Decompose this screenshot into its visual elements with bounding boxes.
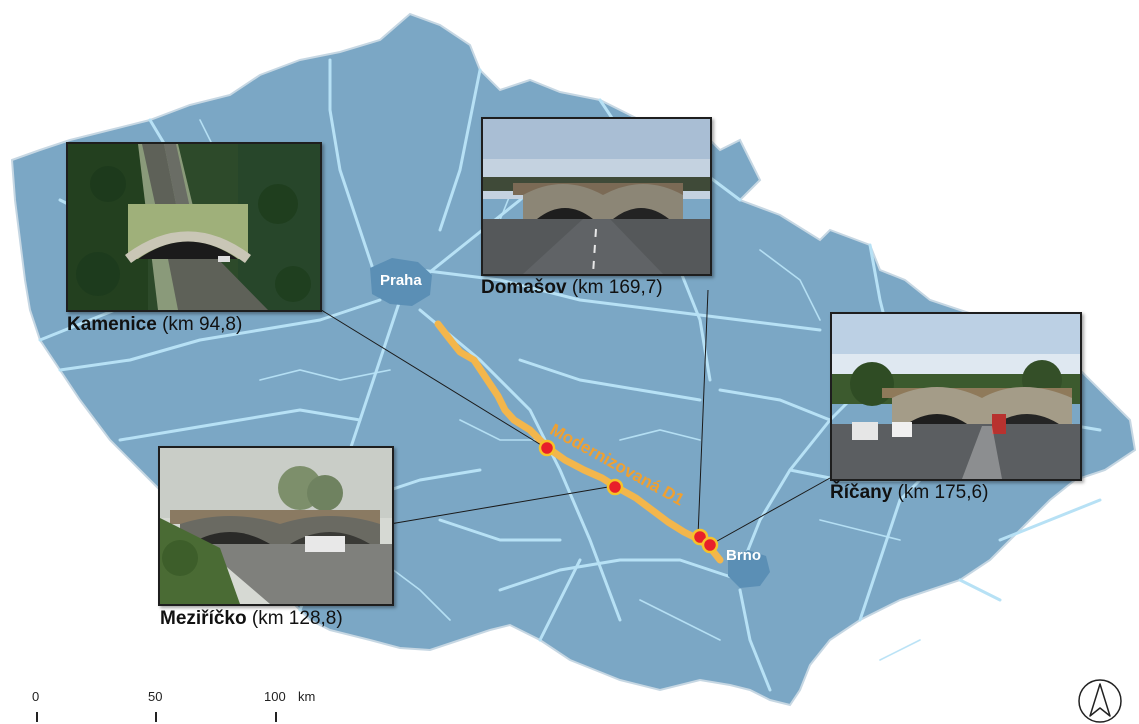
photo-ricany [830,312,1082,481]
scale-label-50: 50 [148,689,163,704]
marker-kamenice [538,439,556,457]
scale-label-100: 100 [264,689,286,704]
marker-ricany [701,536,719,554]
caption-ricany: Říčany (km 175,6) [830,482,988,504]
caption-domasov: Domašov (km 169,7) [481,277,663,299]
caption-kamenice: Kamenice (km 94,8) [67,314,242,336]
caption-domasov-km: (km 169,7) [571,277,663,298]
caption-mezericko: Meziříčko (km 128,8) [160,608,343,630]
d1-highway-line [434,320,724,564]
scale-bar [36,712,277,722]
city-label-brno: Brno [726,547,761,564]
praha-area [370,258,432,306]
marker-mezericko [606,478,624,496]
caption-ricany-name: Říčany [830,482,893,503]
brno-area [728,550,770,588]
scale-label-0: 0 [32,689,40,704]
caption-ricany-km: (km 175,6) [897,482,989,503]
caption-mezericko-name: Meziříčko [160,608,247,629]
caption-mezericko-km: (km 128,8) [251,608,343,629]
photo-kamenice [66,142,322,312]
caption-kamenice-name: Kamenice [67,314,157,335]
photo-domasov [481,117,712,276]
leader-lines [317,289,831,546]
city-label-praha: Praha [380,272,422,289]
caption-kamenice-km: (km 94,8) [162,314,243,335]
photo-mezericko [158,446,394,606]
north-arrow-icon [1078,679,1122,723]
scale-label-unit: km [298,689,316,704]
site-markers [538,439,719,554]
caption-domasov-name: Domašov [481,277,567,298]
